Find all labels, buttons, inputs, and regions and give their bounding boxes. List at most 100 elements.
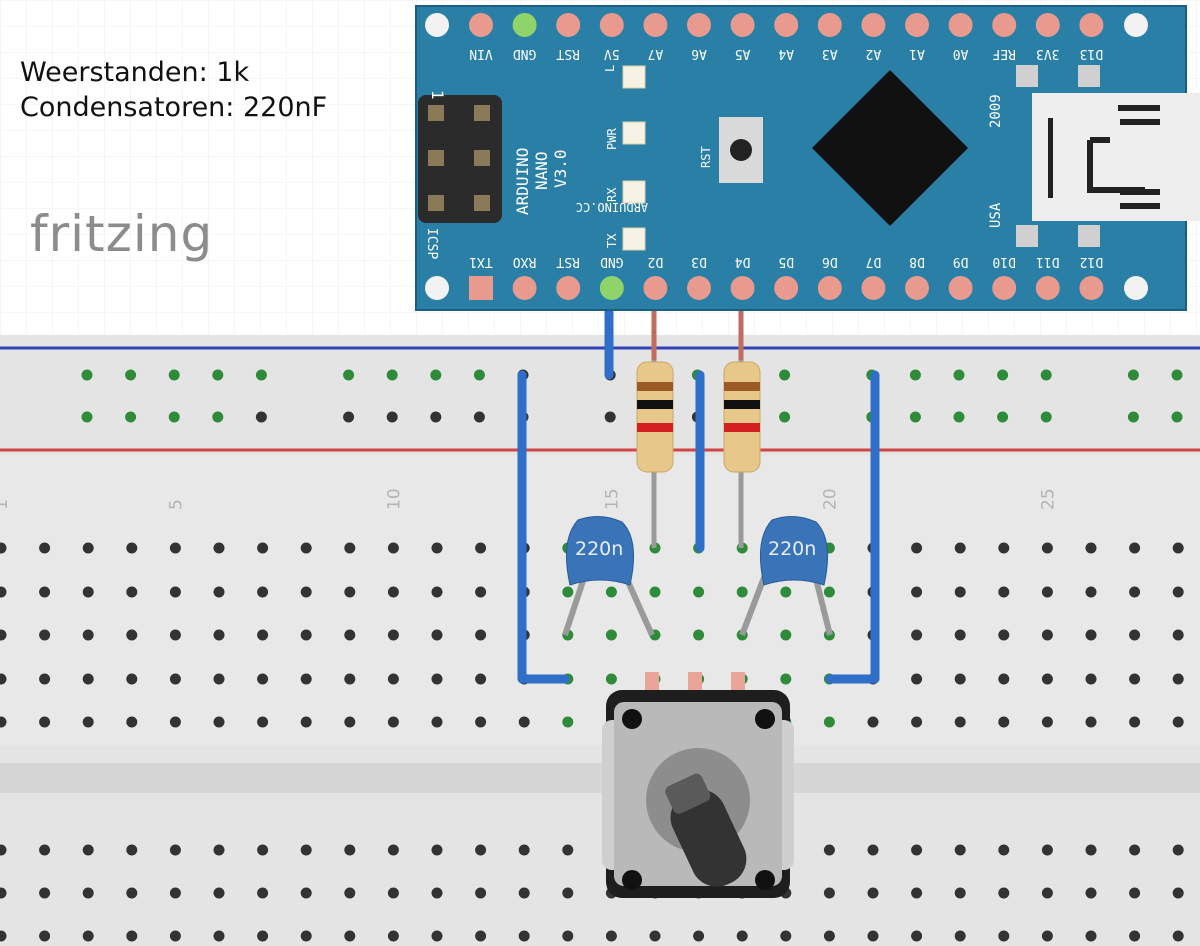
breadboard-hole — [1085, 586, 1097, 598]
breadboard-hole — [1041, 586, 1053, 598]
breadboard-hole — [1085, 673, 1097, 685]
breadboard-hole — [126, 586, 138, 598]
breadboard-hole — [998, 673, 1010, 685]
origin-label: USA — [988, 202, 1004, 228]
rail-hole — [255, 369, 267, 381]
pin-label: A1 — [909, 46, 925, 61]
breadboard-hole — [213, 930, 225, 942]
breadboard-hole — [431, 673, 443, 685]
breadboard-hole — [911, 930, 923, 942]
rail-hole — [997, 411, 1009, 423]
breadboard-hole — [213, 887, 225, 899]
led-l-label: L — [603, 65, 617, 72]
breadboard-hole — [257, 673, 269, 685]
breadboard-hole — [562, 887, 574, 899]
breadboard-hole — [998, 844, 1010, 856]
microcontroller-chip — [812, 70, 968, 226]
pin-gnd — [599, 276, 624, 300]
breadboard-hole — [1172, 930, 1184, 942]
pin-label: RST — [556, 254, 580, 269]
breadboard-hole — [954, 930, 966, 942]
breadboard-hole — [213, 629, 225, 641]
pin-label: 3V3 — [1036, 46, 1059, 61]
breadboard-hole — [169, 673, 181, 685]
pin-d10 — [992, 276, 1017, 300]
breadboard-hole — [911, 586, 923, 598]
breadboard-hole — [0, 887, 7, 899]
pin-label: A6 — [691, 46, 707, 61]
breadboard-hole — [257, 716, 269, 728]
breadboard-hole — [126, 673, 138, 685]
rail-hole — [168, 369, 180, 381]
column-number: 1 — [0, 499, 12, 510]
breadboard-hole — [1041, 716, 1053, 728]
left-jumper-wire — [517, 370, 570, 684]
resistors — [636, 290, 761, 548]
breadboard-hole — [954, 586, 966, 598]
breadboard-hole — [344, 673, 356, 685]
pin-label: 5V — [604, 46, 620, 61]
breadboard-hole — [169, 887, 181, 899]
pin-tx1 — [469, 276, 493, 300]
rail-hole — [473, 369, 485, 381]
pin-5v — [599, 13, 624, 37]
breadboard-hole — [213, 716, 225, 728]
breadboard-hole — [1129, 542, 1141, 554]
capacitor-value-note: Condensatoren: 220nF — [20, 92, 328, 123]
breadboard-hole — [0, 673, 7, 685]
pin-a7 — [643, 13, 668, 37]
breadboard-hole — [998, 716, 1010, 728]
breadboard-hole — [39, 930, 51, 942]
breadboard-hole — [867, 887, 879, 899]
breadboard-hole — [431, 930, 443, 942]
breadboard-hole — [1085, 887, 1097, 899]
pin-label: GND — [600, 254, 624, 269]
breadboard: 1510152025 — [0, 335, 1200, 946]
pin-a1 — [905, 13, 929, 37]
pin-label: D2 — [648, 254, 664, 269]
rail-hole — [1040, 411, 1052, 423]
breadboard-hole — [605, 673, 617, 685]
led-l — [622, 65, 646, 89]
breadboard-hole — [126, 887, 138, 899]
resistor-1 — [636, 361, 674, 473]
breadboard-hole — [0, 844, 7, 856]
breadboard-hole — [780, 930, 792, 942]
pin-d8 — [905, 276, 929, 300]
pin-label: A3 — [822, 46, 838, 61]
breadboard-hole — [1041, 542, 1053, 554]
breadboard-hole — [344, 887, 356, 899]
breadboard-hole — [1129, 930, 1141, 942]
breadboard-hole — [1129, 716, 1141, 728]
rail-hole — [81, 411, 93, 423]
pin-label: A2 — [866, 46, 882, 61]
knob-shaft — [670, 789, 747, 887]
breadboard-hole — [387, 716, 399, 728]
breadboard-hole — [780, 673, 792, 685]
column-number: 20 — [820, 488, 840, 510]
pin-label: D6 — [822, 254, 838, 269]
breadboard-hole — [518, 844, 530, 856]
usb-connector — [1016, 65, 1200, 247]
column-number: 15 — [602, 488, 622, 510]
breadboard-hole — [387, 844, 399, 856]
pin-label: A4 — [778, 46, 794, 61]
breadboard-hole — [39, 716, 51, 728]
breadboard-hole — [649, 586, 661, 598]
breadboard-hole — [1129, 844, 1141, 856]
rail-hole — [343, 411, 355, 423]
resistor-value-note: Weerstanden: 1k — [20, 57, 250, 88]
resistor-2 — [723, 361, 761, 473]
breadboard-hole — [954, 887, 966, 899]
breadboard-hole — [911, 887, 923, 899]
breadboard-hole — [998, 586, 1010, 598]
pin-label: D13 — [1080, 46, 1103, 61]
breadboard-hole — [0, 542, 7, 554]
breadboard-hole — [823, 844, 835, 856]
pin-d3 — [687, 276, 711, 300]
pin-a4 — [774, 13, 799, 37]
breadboard-hole — [387, 586, 399, 598]
breadboard-hole — [1085, 716, 1097, 728]
breadboard-hole — [169, 844, 181, 856]
